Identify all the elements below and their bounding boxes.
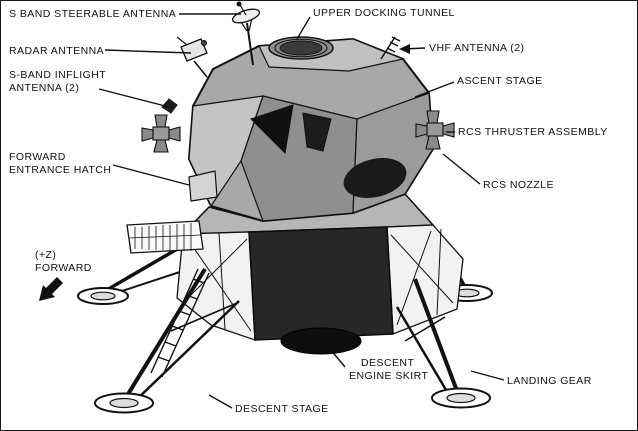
label-forward-entrance-hatch: FORWARD ENTRANCE HATCH [9, 151, 111, 176]
label-line: ENGINE SKIRT [349, 369, 429, 382]
window-triangle [250, 104, 294, 155]
label-landing-gear: LANDING GEAR [507, 375, 592, 387]
forward-hatch-shape [188, 170, 218, 202]
descent-engine-skirt-shape [280, 327, 362, 355]
leader-lines [98, 13, 505, 409]
s-band-inflight-antenna-shape [161, 98, 178, 114]
label-line: ENTRANCE HATCH [9, 163, 112, 176]
label-upper-docking-tunnel: UPPER DOCKING TUNNEL [313, 7, 455, 19]
docking-tunnel-shape [268, 36, 334, 60]
vhf-antenna-shape [380, 36, 401, 60]
label-line: (+Z) [35, 249, 57, 261]
label-line: ANTENNA (2) [9, 81, 80, 94]
front-landing-gear [94, 267, 491, 414]
label-ascent-stage: ASCENT STAGE [457, 75, 543, 87]
label-s-band-inflight-antenna: S-BAND INFLIGHT ANTENNA (2) [9, 69, 106, 94]
ladder [150, 268, 210, 378]
label-rcs-thruster-assembly: RCS THRUSTER ASSEMBLY [458, 126, 608, 138]
label-rcs-nozzle: RCS NOZZLE [483, 179, 555, 191]
label-line: S-BAND INFLIGHT [9, 69, 107, 81]
forward-direction-arrow [39, 277, 63, 301]
vhf-leader-arrowhead [399, 44, 410, 54]
label-line: FORWARD [35, 261, 92, 274]
label-vhf-antenna: VHF ANTENNA (2) [429, 42, 525, 54]
s-band-steerable-antenna-shape [231, 1, 261, 66]
label-descent-engine-skirt: DESCENT ENGINE SKIRT [349, 357, 428, 382]
radar-antenna-shape [176, 36, 208, 78]
label-line: FORWARD [9, 151, 66, 163]
descent-stage-shape [176, 193, 464, 355]
label-s-band-steerable-antenna: S BAND STEERABLE ANTENNA [9, 8, 177, 20]
label-plus-z-forward: (+Z) FORWARD [35, 249, 92, 274]
rcs-cluster-left [141, 114, 181, 153]
label-line: DESCENT [361, 357, 415, 369]
label-radar-antenna: RADAR ANTENNA [9, 45, 105, 57]
ascent-stage-shape [187, 36, 435, 223]
antennas-and-rcs [141, 1, 455, 153]
rcs-cluster-right [415, 110, 455, 150]
porch-platform [126, 220, 204, 254]
label-descent-stage: DESCENT STAGE [235, 403, 329, 415]
